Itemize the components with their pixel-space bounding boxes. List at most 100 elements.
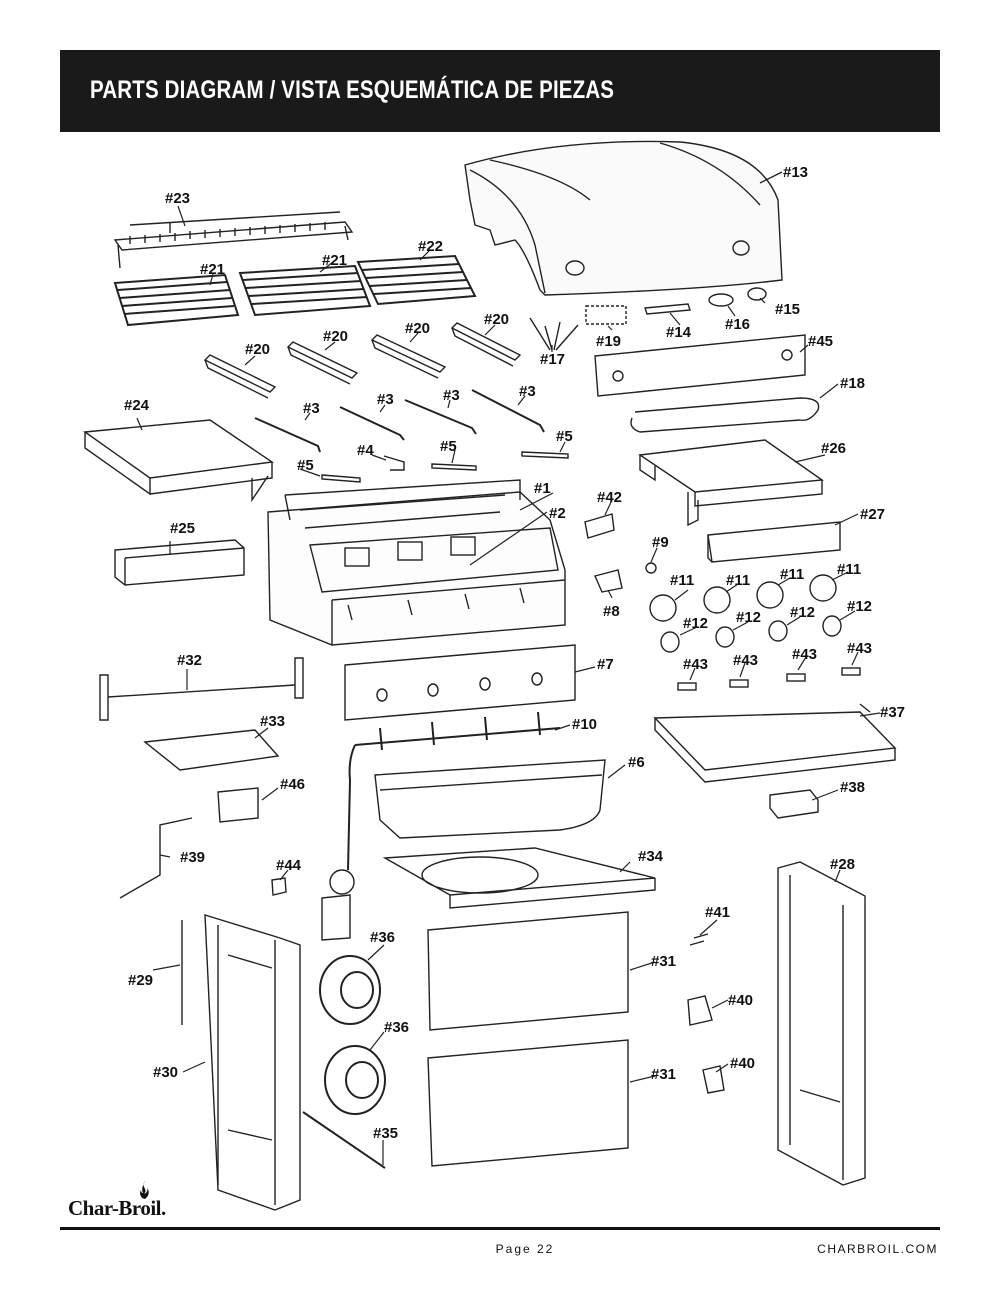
leader-lines [136, 205, 881, 1165]
label-part-31a: #31 [651, 953, 676, 970]
label-part-46: #46 [280, 776, 305, 793]
label-part-11d: #11 [837, 561, 861, 578]
label-part-45: #45 [808, 333, 833, 350]
part-knobs-bezels [649, 574, 861, 691]
label-part-38: #38 [840, 779, 865, 796]
label-part-20d: #20 [484, 311, 509, 328]
label-part-29: #29 [128, 972, 153, 989]
label-part-32: #32 [177, 652, 202, 669]
label-part-21a: #21 [200, 261, 225, 278]
brand-logo: Char-Broil. [68, 1196, 166, 1220]
label-part-24: #24 [124, 397, 150, 414]
label-part-26: #26 [821, 440, 846, 457]
label-part-5c: #5 [556, 428, 573, 445]
label-part-20c: #20 [405, 320, 430, 337]
label-part-36a: #36 [370, 929, 395, 946]
part-braces [99, 657, 304, 823]
label-part-1: #1 [534, 480, 551, 497]
label-part-41: #41 [705, 904, 730, 921]
label-part-5b: #5 [440, 438, 457, 455]
part-burners [254, 389, 545, 453]
part-grease-cup [769, 789, 819, 819]
label-part-43d: #43 [847, 640, 872, 657]
part-warming-rack [113, 211, 354, 269]
label-part-13: #13 [783, 164, 808, 181]
label-part-2: #2 [549, 505, 566, 522]
label-part-5a: #5 [297, 457, 314, 474]
label-part-40b: #40 [730, 1055, 755, 1072]
label-part-12c: #12 [790, 604, 815, 621]
website-url: CHARBROIL.COM [817, 1242, 938, 1256]
label-part-6: #6 [628, 754, 645, 771]
label-part-3b: #3 [377, 391, 394, 408]
label-part-11a: #11 [670, 572, 694, 589]
label-part-11b: #11 [726, 572, 750, 589]
part-crossovers [321, 451, 569, 483]
label-part-35: #35 [373, 1125, 398, 1142]
label-part-33: #33 [260, 713, 285, 730]
part-heat-tents [203, 322, 522, 399]
page-header: PARTS DIAGRAM / VISTA ESQUEMÁTICA DE PIE… [60, 50, 940, 132]
label-part-19: #19 [596, 333, 621, 350]
part-axle [302, 1111, 386, 1169]
part-lower-heat-shield [374, 759, 606, 839]
label-part-14: #14 [666, 324, 692, 341]
part-lid [464, 140, 783, 296]
label-part-28: #28 [830, 856, 855, 873]
label-part-12b: #12 [736, 609, 761, 626]
part-small-hardware [584, 513, 657, 593]
label-part-43b: #43 [733, 652, 758, 669]
footer-rule [60, 1227, 940, 1230]
page-number: Page 22 [495, 1242, 555, 1256]
part-firebox [267, 479, 566, 646]
label-part-9: #9 [652, 534, 669, 551]
label-part-16: #16 [725, 316, 750, 333]
label-part-20a: #20 [245, 341, 270, 358]
part-doors [427, 911, 629, 1167]
label-part-39: #39 [180, 849, 205, 866]
label-part-36b: #36 [384, 1019, 409, 1036]
part-drip-tray-bottom [653, 703, 897, 783]
label-part-43c: #43 [792, 646, 817, 663]
label-part-44: #44 [276, 857, 302, 874]
label-part-18: #18 [840, 375, 865, 392]
label-part-12d: #12 [847, 598, 872, 615]
part-right-side-shelf [638, 439, 824, 527]
label-part-43a: #43 [683, 656, 708, 673]
label-part-17: #17 [540, 351, 565, 368]
part-labels: #1 #2 #3 #3 #3 #3 #4 #5 #5 #5 #6 #7 #8 #… [124, 164, 905, 1142]
label-part-8: #8 [603, 603, 620, 620]
label-part-3a: #3 [303, 400, 320, 417]
page-title: PARTS DIAGRAM / VISTA ESQUEMÁTICA DE PIE… [90, 76, 615, 104]
label-part-37: #37 [880, 704, 905, 721]
part-regulator [321, 869, 355, 941]
flame-icon [140, 1181, 149, 1199]
label-part-10: #10 [572, 716, 597, 733]
part-side-panels [114, 521, 841, 586]
label-part-20b: #20 [323, 328, 348, 345]
part-left-cart-frame [204, 914, 301, 1211]
label-part-12a: #12 [683, 615, 708, 632]
label-part-23: #23 [165, 190, 190, 207]
part-wheels [319, 955, 386, 1115]
part-control-panel [594, 334, 820, 433]
label-part-31b: #31 [651, 1066, 676, 1083]
label-part-15: #15 [775, 301, 800, 318]
label-part-34: #34 [638, 848, 664, 865]
label-part-3c: #3 [443, 387, 460, 404]
label-part-40a: #40 [728, 992, 753, 1009]
part-left-side-shelf [83, 419, 274, 503]
part-ignition [529, 287, 767, 351]
label-part-3d: #3 [519, 383, 536, 400]
part-cooking-grates [113, 254, 477, 327]
label-part-4: #4 [357, 442, 374, 459]
label-part-22: #22 [418, 238, 443, 255]
label-part-21b: #21 [322, 252, 347, 269]
label-part-42: #42 [597, 489, 622, 506]
label-part-11c: #11 [780, 566, 804, 583]
label-part-27: #27 [860, 506, 885, 523]
part-front-panel [344, 644, 576, 721]
part-tank-rod [119, 817, 193, 899]
part-manifold [347, 711, 561, 871]
